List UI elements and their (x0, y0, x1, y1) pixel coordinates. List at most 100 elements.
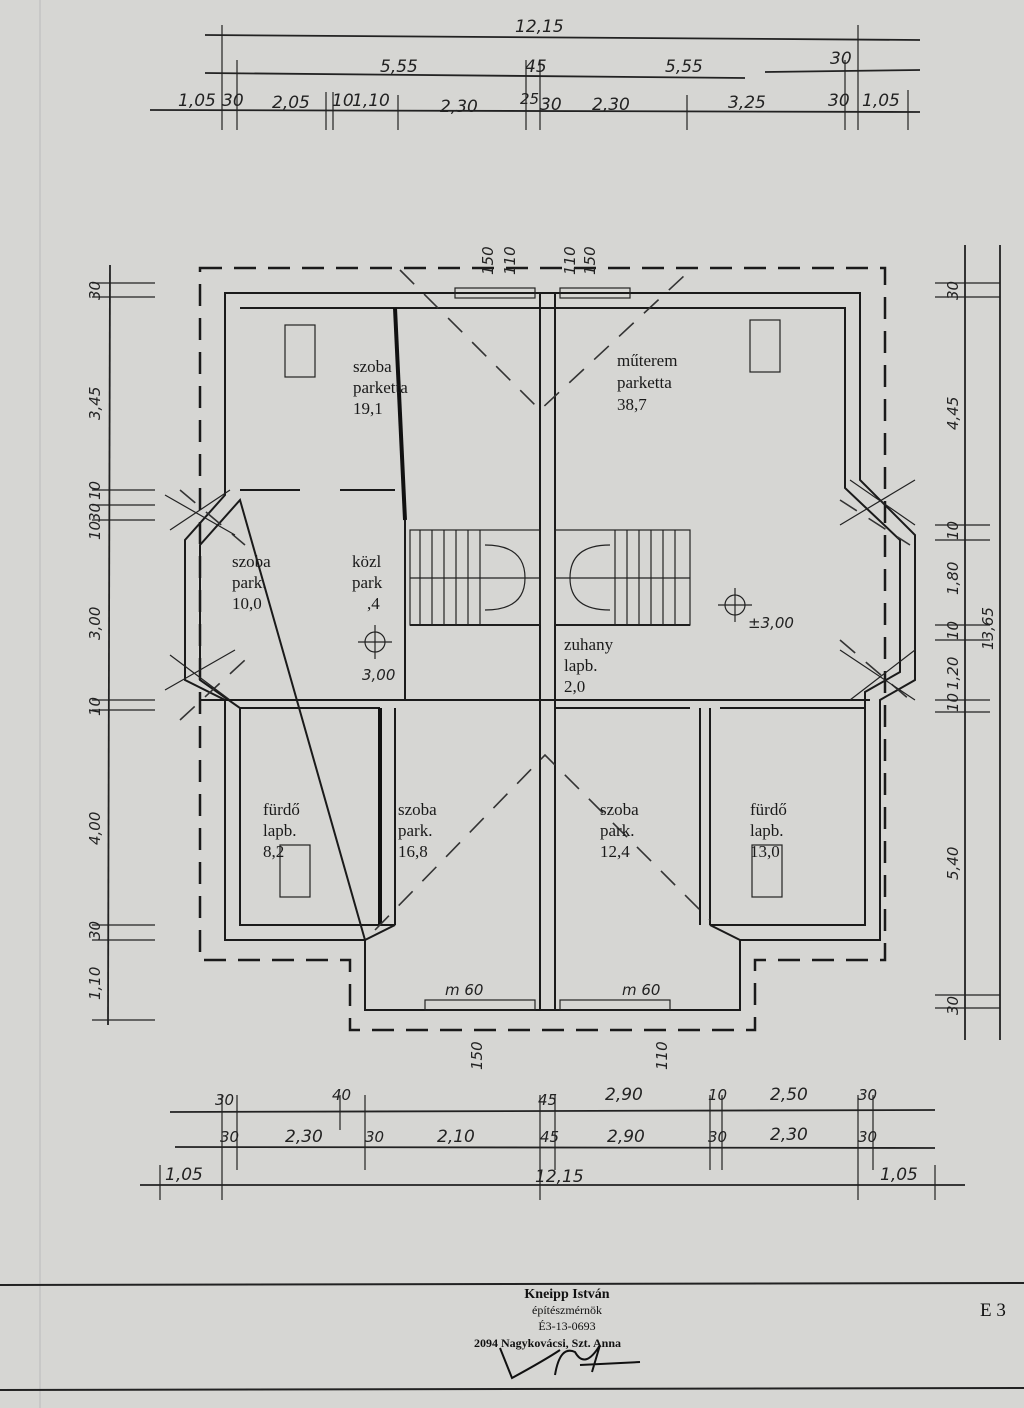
room-area: 10,0 (232, 594, 262, 613)
license-number: É3-13-0693 (538, 1319, 595, 1333)
room-area: 13,0 (750, 842, 780, 861)
room-name: fürdő (263, 800, 300, 819)
room-label-kozl: közl park ,4 (352, 552, 383, 613)
dim-label: 2,30 (440, 97, 478, 117)
architect-address: 2094 Nagykovácsi, Szt. Anna (474, 1336, 621, 1350)
room-floor: parketta (617, 373, 672, 392)
dim-label: 1,10 (352, 91, 390, 111)
room-name: szoba (353, 357, 392, 376)
room-floor: park. (600, 821, 634, 840)
dim-label: 5,40 (944, 847, 962, 880)
dim-label: 30 (858, 1128, 877, 1146)
room-label-szoba-12: szoba park. 12,4 (600, 800, 639, 861)
room-area: 8,2 (263, 842, 284, 861)
room-floor: park (352, 573, 383, 592)
dim-label: 45 (538, 1091, 557, 1109)
dim-label: 2,30 (285, 1127, 323, 1147)
right-dimension-chain: 30 4,45 10 1,80 10 1,20 10 13,65 5,40 30 (935, 245, 1001, 1040)
room-name: zuhany (564, 635, 614, 654)
room-name: közl (352, 552, 382, 571)
room-label-muterem: műterem parketta 38,7 (617, 351, 677, 414)
window-marks (164, 319, 916, 898)
room-floor: park. (398, 821, 432, 840)
level-marker-left: 3,00 (358, 625, 395, 684)
dim-label: 30 (858, 1086, 877, 1104)
dim-label: 30 (830, 49, 852, 69)
exterior-walls (184, 292, 916, 1011)
dim-label: 10 (86, 481, 104, 500)
window-label: 150 (468, 1041, 486, 1070)
dim-label: 30 (708, 1128, 727, 1146)
dim-label: 4,45 (944, 397, 962, 430)
staircase-left (409, 529, 541, 626)
dim-label: 2,30 (592, 95, 630, 115)
dim-label: 30 (540, 95, 562, 115)
dim-label: 40 (332, 1086, 351, 1104)
room-area: 12,4 (600, 842, 630, 861)
room-area: 38,7 (617, 395, 647, 414)
room-area: 16,8 (398, 842, 428, 861)
dim-label: 10 (944, 521, 962, 540)
dim-label: 1,05 (178, 91, 216, 111)
room-label-szoba-16: szoba park. 16,8 (398, 800, 437, 861)
dim-label: 30 (944, 996, 962, 1015)
room-name: fürdő (750, 800, 787, 819)
room-area: 19,1 (353, 399, 383, 418)
dim-label: 10 (944, 621, 962, 640)
window-label: 110 (561, 246, 579, 275)
dim-label: 30 (86, 281, 104, 300)
dim-label: 10 (332, 91, 354, 111)
bottom-dimension-chain: 30 40 45 2,90 10 2,50 30 30 2,30 30 2,10… (140, 1085, 965, 1200)
window-label: m 60 (622, 981, 660, 999)
window-sill-labels: 150 150 110 110 m 60 m 60 150 110 (445, 246, 671, 1070)
dim-label: 10 (86, 697, 104, 716)
dim-label: 4,00 (86, 812, 104, 845)
room-floor: parketta (353, 378, 408, 397)
dim-label: 10 (944, 693, 962, 712)
room-area: 2,0 (564, 677, 585, 696)
room-name: szoba (232, 552, 271, 571)
window-label: m 60 (445, 981, 483, 999)
dim-label: 1,05 (862, 91, 900, 111)
dim-label: 30 (365, 1128, 384, 1146)
window-label: 150 (479, 246, 497, 275)
staircase-right (554, 529, 691, 626)
room-floor: lapb. (263, 821, 297, 840)
dim-label: 1,10 (86, 967, 104, 1000)
window-label: 150 (581, 246, 599, 275)
dim-label: 2,90 (607, 1127, 645, 1147)
window-label: 110 (501, 246, 519, 275)
dim-label: 5,55 (380, 57, 418, 77)
dim-label: 25 (520, 90, 539, 108)
level-label: ±3,00 (748, 614, 794, 632)
room-name: műterem (617, 351, 677, 370)
architect-title: építészmérnök (532, 1303, 602, 1317)
room-floor: lapb. (564, 656, 598, 675)
room-name: szoba (600, 800, 639, 819)
dim-label: 45 (540, 1128, 559, 1146)
room-label-szoba-19: szoba parketta 19,1 (353, 357, 408, 418)
room-floor: lapb. (750, 821, 784, 840)
dim-label: 13,65 (979, 607, 997, 650)
dim-label: 1,05 (880, 1165, 918, 1185)
signature (499, 1344, 641, 1380)
title-block: Kneipp István építészmérnök É3-13-0693 2… (0, 1282, 1024, 1391)
architect-name: Kneipp István (524, 1287, 609, 1302)
window-label: 110 (653, 1041, 671, 1070)
room-label-zuhany: zuhany lapb. 2,0 (564, 635, 614, 696)
dim-label: 3,25 (728, 93, 766, 113)
level-marker-right: ±3,00 (718, 588, 794, 632)
top-dimension-chain: 12,15 5,55 45 5,55 30 1,05 30 2,05 10 1,… (149, 17, 921, 130)
dim-overall-top: 12,15 (515, 17, 564, 37)
room-label-furdo-8: fürdő lapb. 8,2 (263, 800, 300, 861)
room-area: ,4 (367, 594, 380, 613)
dim-label: 30 (220, 1128, 239, 1146)
left-dimension-chain: 30 3,45 10 30 10 3,00 10 4,00 30 1,10 (86, 264, 155, 1026)
dim-label: 2,05 (272, 93, 310, 113)
roof-slope-lines (179, 269, 911, 931)
dim-label: 3,00 (86, 607, 104, 640)
dim-label: 2,90 (605, 1085, 643, 1105)
dim-label: 1,05 (165, 1165, 203, 1185)
